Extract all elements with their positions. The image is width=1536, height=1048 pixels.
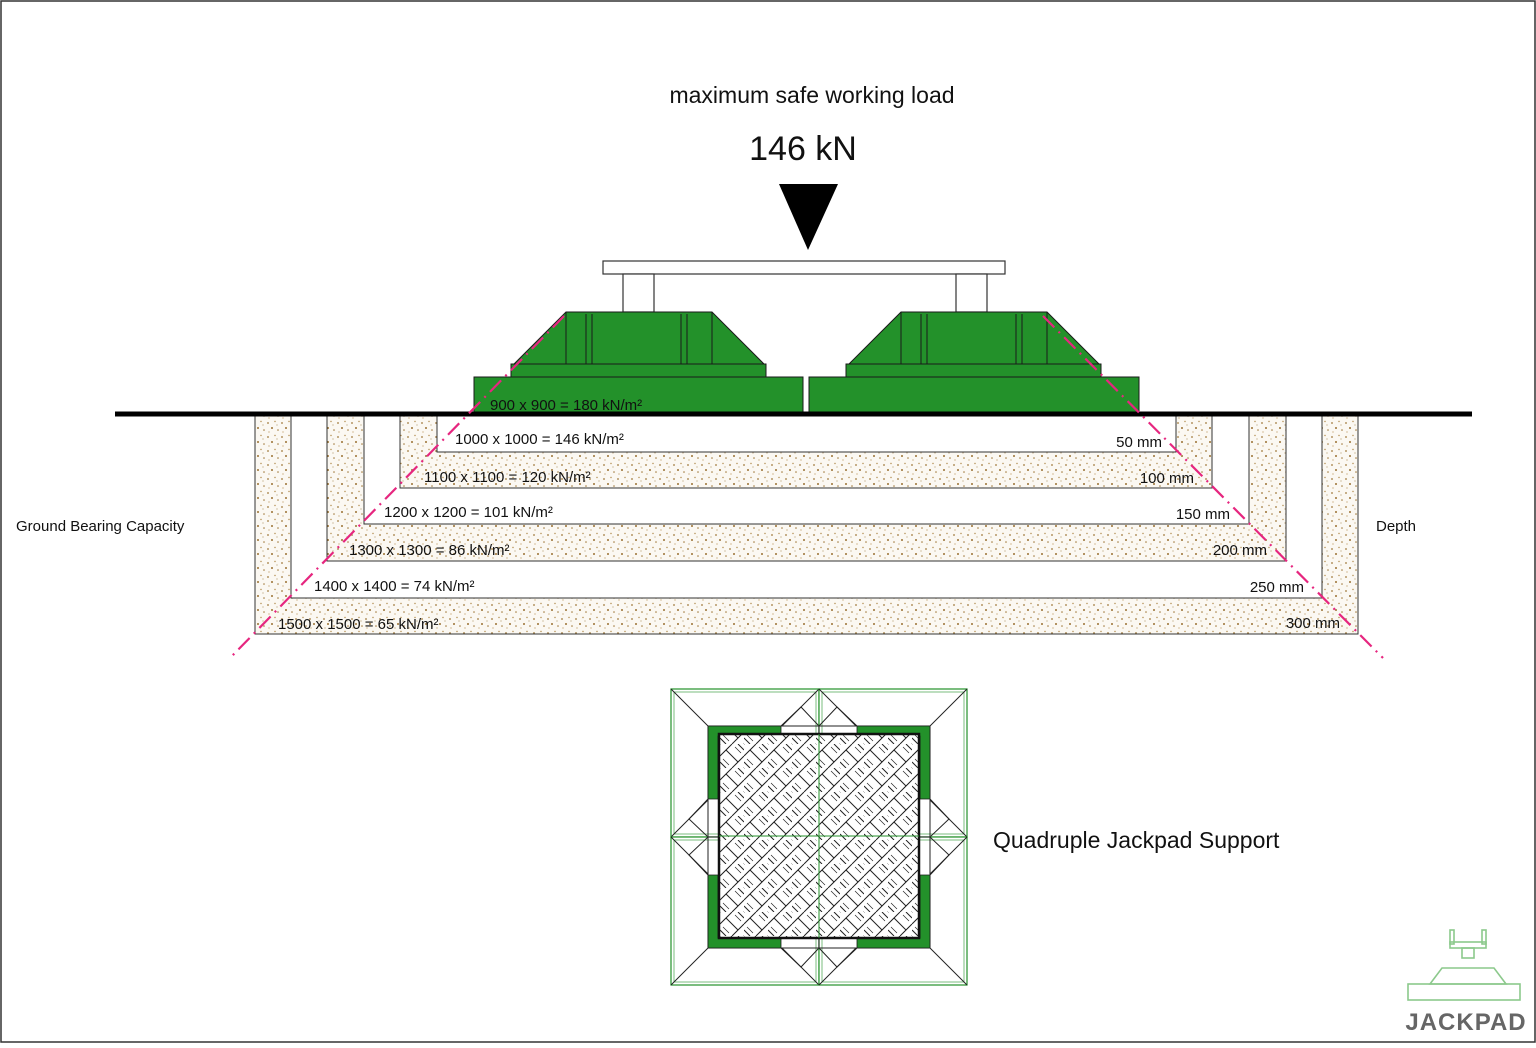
layer-depth-label: 300 mm bbox=[1286, 615, 1340, 632]
support-post-left bbox=[622, 273, 655, 313]
load-value: 146 kN bbox=[749, 130, 857, 168]
load-spread-line-right bbox=[1042, 315, 1384, 659]
jackpad-logo: JACKPAD bbox=[1405, 929, 1526, 1036]
layer-capacity-label: 900 x 900 = 180 kN/m² bbox=[490, 397, 642, 414]
ground-bearing-capacity-label: Ground Bearing Capacity bbox=[16, 518, 185, 535]
layer-capacity-label: 1200 x 1200 = 101 kN/m² bbox=[384, 504, 553, 521]
layer-capacity-label: 1100 x 1100 = 120 kN/m² bbox=[424, 469, 591, 486]
layer-labels: 900 x 900 = 180 kN/m² 1000 x 1000 = 146 k… bbox=[278, 397, 1340, 633]
load-spread-line-left bbox=[231, 315, 565, 657]
layer-depth-label: 250 mm bbox=[1250, 579, 1304, 596]
quadruple-jackpad-plan bbox=[670, 688, 968, 986]
support-post-right bbox=[955, 273, 988, 313]
layer-capacity-label: 1300 x 1300 = 86 kN/m² bbox=[349, 542, 510, 559]
soil-layers bbox=[254, 415, 1359, 635]
load-beam bbox=[602, 260, 1006, 275]
load-arrow-icon bbox=[779, 184, 838, 250]
brand-name: JACKPAD bbox=[1405, 1009, 1526, 1036]
jackpad-logo-icon bbox=[1407, 929, 1521, 1001]
layer-capacity-label: 1000 x 1000 = 146 kN/m² bbox=[455, 431, 624, 448]
layer-capacity-label: 1400 x 1400 = 74 kN/m² bbox=[314, 578, 475, 595]
layer-depth-label: 50 mm bbox=[1116, 434, 1162, 451]
layer-depth-label: 150 mm bbox=[1176, 506, 1230, 523]
jackpad-right bbox=[808, 311, 1140, 415]
plan-caption: Quadruple Jackpad Support bbox=[993, 827, 1280, 853]
depth-label: Depth bbox=[1376, 518, 1416, 535]
layer-depth-label: 100 mm bbox=[1140, 470, 1194, 487]
layer-capacity-label: 1500 x 1500 = 65 kN/m² bbox=[278, 616, 439, 633]
soil-layer-6 bbox=[436, 415, 1177, 453]
jackpad-left bbox=[473, 311, 804, 415]
load-subtitle: maximum safe working load bbox=[669, 82, 954, 108]
layer-depth-label: 200 mm bbox=[1213, 542, 1267, 559]
